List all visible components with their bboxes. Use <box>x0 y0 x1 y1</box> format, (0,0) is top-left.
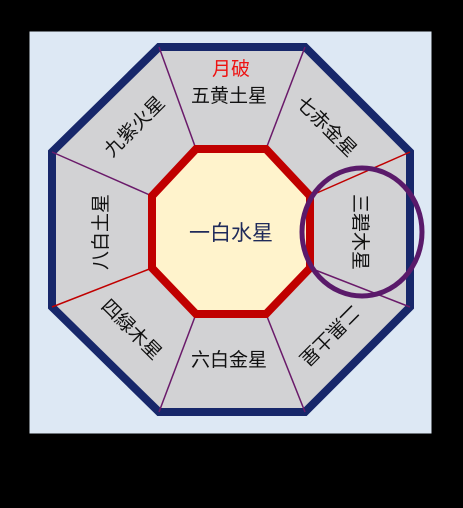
center-label: 一白水星 <box>189 221 273 245</box>
sector-dividers <box>51 46 411 413</box>
month-break-label: 月破 <box>212 58 250 80</box>
sector-left-label: 八白土星 <box>90 194 112 270</box>
sector-bottom-label: 六白金星 <box>191 349 267 371</box>
sector-right-label: 三碧木星 <box>349 194 371 270</box>
divider-top-left <box>158 46 197 150</box>
opposition-line-left <box>51 267 153 308</box>
divider-left-top <box>51 151 153 197</box>
divider-bottom-left <box>158 313 197 413</box>
opposition-line-right <box>309 151 411 197</box>
highlight-ring <box>299 165 425 299</box>
divider-top-right <box>265 46 306 150</box>
divider-right-bottom <box>309 267 411 308</box>
sector-top-label: 五黄土星 <box>191 85 267 107</box>
divider-bottom-right <box>265 313 306 413</box>
center-octagon <box>148 145 314 318</box>
